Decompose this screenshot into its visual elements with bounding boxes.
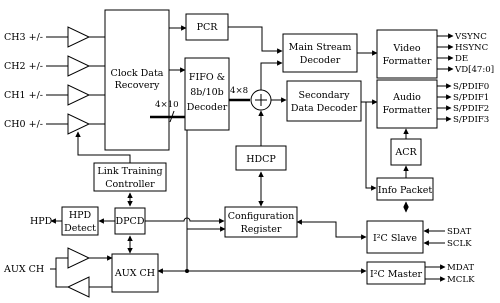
clock-data-recovery-label-1: Clock Data	[111, 68, 164, 79]
wire-secondary-info	[365, 102, 377, 191]
video-formatter-block	[376, 29, 438, 79]
info-packet-label: Info Packet	[378, 185, 432, 196]
hpd-detect-label-1: HPD	[69, 210, 92, 221]
dpcd-label: DPCD	[116, 216, 145, 227]
pcr-block	[185, 13, 229, 41]
wire-pcr-main	[228, 26, 283, 54]
aux-ch-label: AUX CH	[114, 268, 155, 279]
pcr-label: PCR	[197, 22, 219, 33]
audio-formatter-label-2: Formatter	[383, 105, 432, 116]
i2c-master-label: I²C Master	[370, 269, 423, 280]
hpd-output-label: HPD	[30, 216, 53, 227]
link-training-label-1: Link Training	[97, 166, 162, 177]
i2c-slave-block	[366, 220, 424, 254]
link-training-label-2: Controller	[105, 179, 155, 190]
link-training-block	[93, 162, 167, 192]
output-spdif2: S/PDIF2	[453, 104, 489, 114]
aux-input-label: AUX CH	[3, 264, 44, 275]
info-packet-block	[376, 177, 434, 201]
video-formatter-label-2: Formatter	[383, 56, 432, 67]
config-register-label-1: Configuration	[228, 211, 295, 222]
clock-data-recovery-label-2: Recovery	[115, 80, 160, 91]
fifo-decoder-label-3: Decoder	[187, 102, 228, 113]
output-mclk: MCLK	[447, 275, 475, 285]
secondary-decoder-label-1: Secondary	[299, 90, 351, 101]
video-formatter-label-1: Video	[392, 43, 420, 54]
i2c-master-block	[366, 261, 426, 285]
bus-slash-4x10	[169, 110, 175, 123]
config-register-block	[224, 206, 298, 238]
input-sclk: SCLK	[447, 239, 472, 249]
aux-tx-buffer	[66, 276, 90, 298]
wire-link-ch0	[75, 131, 131, 163]
wire-config-i2cslave	[296, 219, 367, 240]
aux-rx-buffer	[67, 247, 91, 269]
audio-formatter-block	[376, 79, 438, 129]
clock-data-recovery-block	[104, 9, 170, 151]
input-label-ch3: CH3 +/-	[4, 32, 43, 43]
wire-xor-main	[260, 60, 283, 90]
output-spdif1: S/PDIF1	[453, 93, 489, 103]
output-vd: VD[47:0]	[454, 65, 494, 75]
buffer-ch3	[67, 26, 91, 48]
bus-label-4x10: 4×10	[155, 100, 179, 110]
secondary-decoder-label-2: Data Decoder	[291, 103, 358, 114]
acr-label: ACR	[394, 147, 417, 158]
main-stream-label-1: Main Stream	[289, 42, 352, 53]
input-label-ch2: CH2 +/-	[4, 61, 43, 72]
main-stream-decoder-block	[282, 33, 358, 73]
output-vsync: VSYNC	[454, 32, 487, 42]
audio-formatter-label-1: Audio	[392, 92, 421, 103]
output-mdat: MDAT	[447, 263, 474, 273]
wire-aux-in-up	[55, 257, 68, 269]
hdcp-label: HDCP	[246, 154, 276, 165]
hpd-detect-block	[61, 206, 99, 236]
wire-dpcd-config	[145, 217, 225, 224]
buffer-ch1	[67, 84, 91, 106]
main-stream-label-2: Decoder	[300, 55, 341, 66]
output-hsync: HSYNC	[455, 43, 489, 53]
i2c-slave-label: I²C Slave	[373, 233, 417, 244]
fifo-decoder-label-1: FIFO &	[189, 72, 225, 83]
bus-label-4x8: 4×8	[230, 86, 248, 96]
hpd-detect-label-2: Detect	[64, 223, 96, 234]
buffer-ch0	[67, 113, 91, 135]
output-spdif0: S/PDIF0	[453, 82, 489, 92]
config-register-label-2: Register	[241, 224, 282, 235]
input-sdat: SDAT	[447, 227, 472, 237]
fifo-decoder-label-2: 8b/10b	[190, 87, 224, 98]
input-label-ch1: CH1 +/-	[4, 90, 43, 101]
dpcd-block	[114, 207, 146, 235]
secondary-decoder-block	[286, 80, 362, 122]
wire-aux-tx	[55, 269, 68, 288]
buffer-ch2	[67, 55, 91, 77]
junction-dot-1	[185, 269, 189, 273]
output-de: DE	[455, 54, 468, 64]
fifo-decoder-block	[184, 57, 230, 131]
output-spdif3: S/PDIF3	[453, 115, 489, 125]
input-label-ch0: CH0 +/-	[4, 119, 43, 130]
